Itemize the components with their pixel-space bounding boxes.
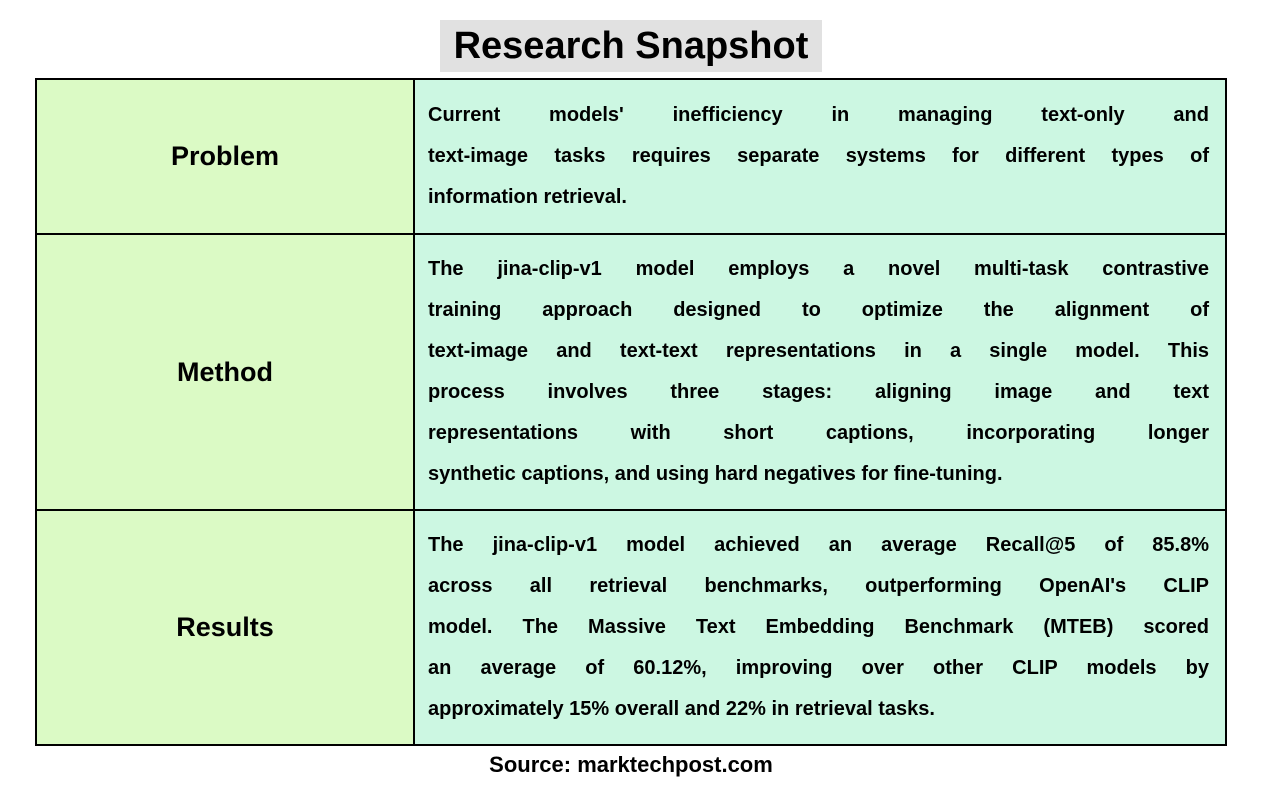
text-line: information retrieval. — [428, 186, 627, 208]
text-line: Current models' inefficiency in managing… — [428, 104, 1209, 126]
page-title: Research Snapshot — [439, 20, 823, 72]
title-row: Research Snapshot — [0, 20, 1262, 72]
table-row-problem: Problem Current models' inefficiency in … — [37, 80, 1225, 233]
text-line: an average of 60.12%, improving over oth… — [428, 657, 1209, 679]
source-caption: Source: marktechpost.com — [489, 752, 773, 777]
row-content-problem: Current models' inefficiency in managing… — [415, 80, 1225, 233]
text-line: training approach designed to optimize t… — [428, 299, 1209, 321]
row-content-results: The jina-clip-v1 model achieved an avera… — [415, 511, 1225, 744]
text-line: The jina-clip-v1 model achieved an avera… — [428, 534, 1209, 556]
row-label-method: Method — [37, 235, 415, 509]
text-line: The jina-clip-v1 model employs a novel m… — [428, 258, 1209, 280]
table-row-results: Results The jina-clip-v1 model achieved … — [37, 509, 1225, 744]
text-line: synthetic captions, and using hard negat… — [428, 463, 1003, 485]
row-label-problem: Problem — [37, 80, 415, 233]
row-label-results: Results — [37, 511, 415, 744]
research-snapshot-table: Problem Current models' inefficiency in … — [35, 78, 1227, 746]
text-line: across all retrieval benchmarks, outperf… — [428, 575, 1209, 597]
text-line: model. The Massive Text Embedding Benchm… — [428, 616, 1209, 638]
table-row-method: Method The jina-clip-v1 model employs a … — [37, 233, 1225, 509]
text-line: approximately 15% overall and 22% in ret… — [428, 698, 935, 720]
row-content-method: The jina-clip-v1 model employs a novel m… — [415, 235, 1225, 509]
text-line: text-image and text-text representations… — [428, 340, 1209, 362]
text-line: representations with short captions, inc… — [428, 422, 1209, 444]
text-line: process involves three stages: aligning … — [428, 381, 1209, 403]
text-line: text-image tasks requires separate syste… — [428, 145, 1209, 167]
